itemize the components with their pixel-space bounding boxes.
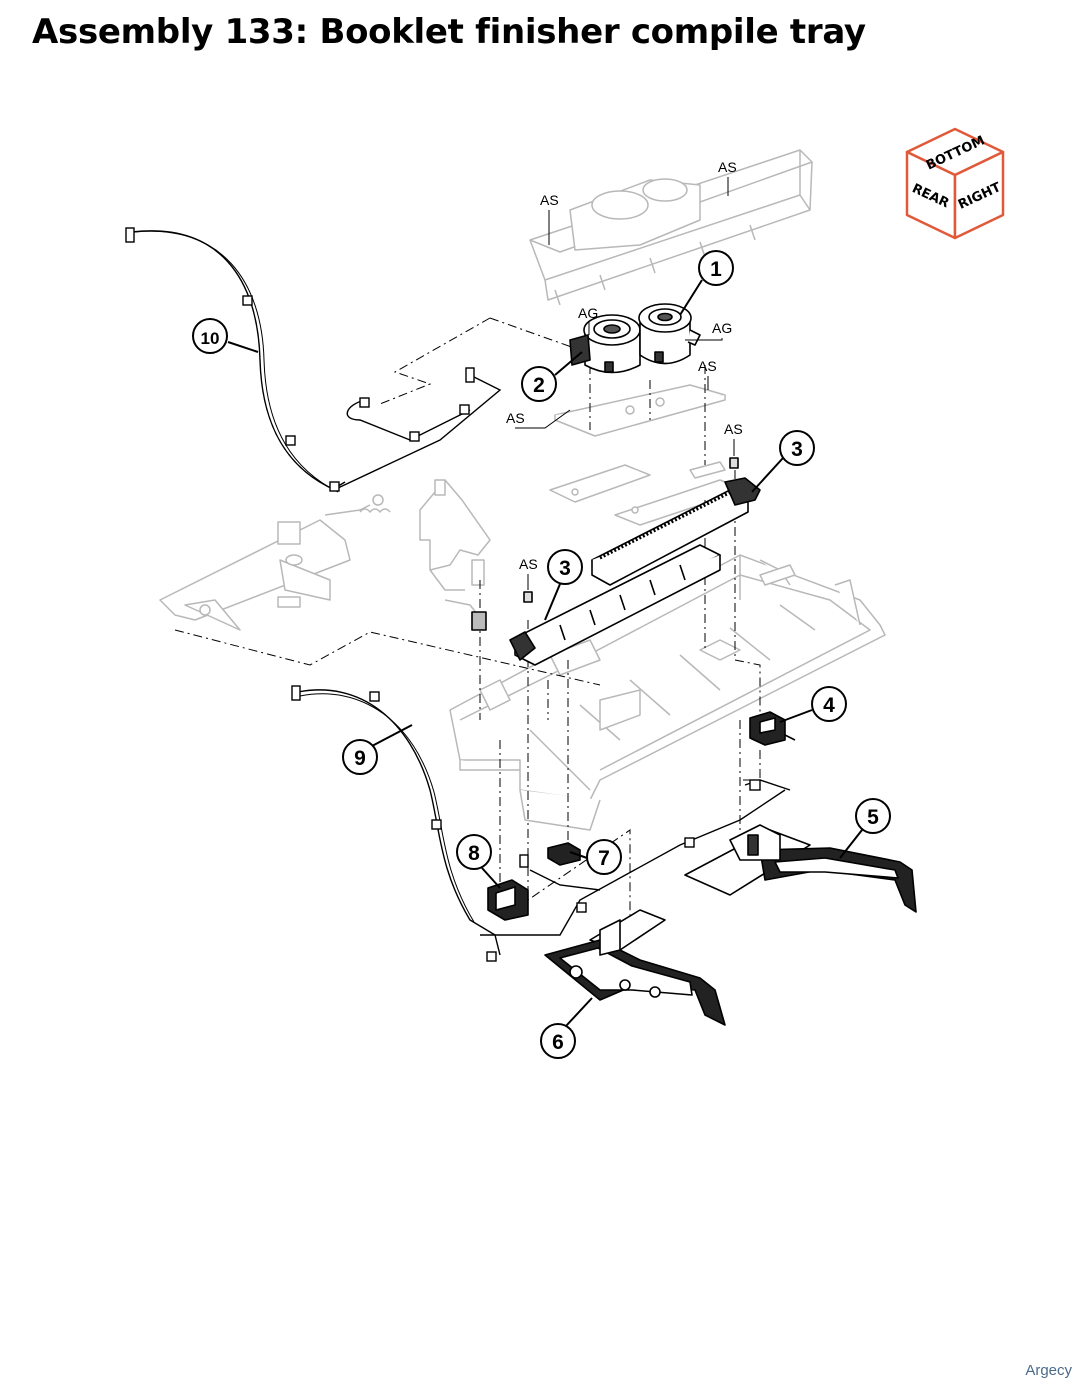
svg-text:2: 2 [533, 374, 545, 397]
svg-text:AS: AS [718, 159, 737, 175]
motor-assembly [569, 303, 701, 374]
callout-8: 8 [456, 834, 501, 889]
compile-tray-ghost [449, 554, 886, 831]
callout-7: 7 [569, 839, 622, 875]
ref-ag-left: AG [578, 305, 598, 335]
sensor-8 [487, 879, 529, 921]
ghost-parts [159, 149, 886, 831]
callout-2: 2 [521, 351, 583, 402]
pivot-spring [471, 611, 487, 631]
sensor-7 [547, 842, 581, 866]
svg-text:AS: AS [698, 358, 717, 374]
motor-plate-ghost [554, 384, 726, 437]
spring-ghost [324, 494, 391, 516]
paddle-6 [544, 909, 726, 1026]
ref-as-plate-right: AS [698, 358, 717, 390]
harness-lower [480, 789, 786, 936]
ref-as-spring-right: AS [724, 421, 743, 456]
svg-text:3: 3 [559, 557, 571, 580]
cube-right-face [953, 150, 1005, 240]
svg-text:1: 1 [710, 258, 722, 281]
callout-3-lower: 3 [544, 549, 583, 621]
svg-text:AS: AS [724, 421, 743, 437]
watermark: Argecy [1025, 1362, 1072, 1379]
ref-ag-right: AG [685, 320, 732, 341]
sensor-4 [749, 711, 796, 746]
svg-text:10: 10 [201, 329, 220, 348]
callout-1: 1 [679, 250, 734, 316]
callout-9: 9 [342, 724, 413, 775]
ref-as-spring-left: AS [519, 556, 538, 590]
svg-text:AS: AS [519, 556, 538, 572]
orientation-cube: BOTTOM REAR RIGHT [905, 127, 1005, 240]
callout-10: 10 [192, 318, 259, 354]
callout-3-upper: 3 [751, 430, 815, 493]
svg-text:5: 5 [867, 806, 879, 829]
harness-upper [337, 374, 502, 489]
callout-5: 5 [839, 798, 891, 859]
lever-ghost [419, 479, 491, 616]
ref-as-top-right: AS [718, 159, 737, 196]
svg-text:AG: AG [578, 305, 598, 321]
svg-text:8: 8 [468, 842, 480, 865]
callout-4: 4 [779, 686, 847, 723]
cable-connectors [125, 227, 761, 962]
callout-6: 6 [540, 997, 593, 1059]
paddle-5 [684, 824, 917, 913]
reference-labels: AS AS AG AG AS AS AS AS [506, 159, 743, 590]
dark-parts [471, 303, 917, 1026]
svg-text:AS: AS [540, 192, 559, 208]
left-paddle-ghost [159, 519, 351, 631]
cable-9 [297, 689, 501, 956]
svg-text:7: 7 [598, 847, 610, 870]
top-frame-ghost [529, 149, 813, 306]
small-springs [523, 457, 739, 603]
svg-text:3: 3 [791, 438, 803, 461]
cable-10 [131, 230, 346, 491]
upper-rack [591, 477, 761, 586]
svg-text:AG: AG [712, 320, 732, 336]
ref-as-top-left: AS [540, 192, 559, 245]
svg-text:AS: AS [506, 410, 525, 426]
lower-rack [509, 544, 721, 666]
callouts: 1 2 3 3 4 5 6 [192, 250, 891, 1059]
ref-as-plate-left: AS [506, 409, 571, 429]
svg-text:9: 9 [354, 747, 366, 770]
svg-text:6: 6 [552, 1031, 564, 1054]
svg-text:4: 4 [823, 694, 835, 717]
page-title: Assembly 133: Booklet finisher compile t… [32, 12, 866, 52]
